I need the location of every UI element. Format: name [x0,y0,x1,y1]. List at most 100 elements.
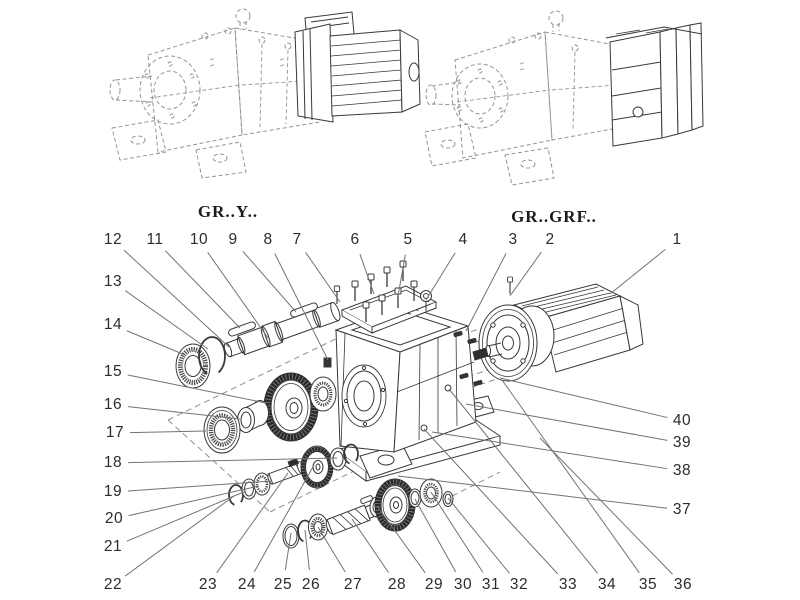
part-number-9: 9 [228,231,238,248]
leader-line-38 [431,431,668,470]
part-number-2: 2 [545,231,555,248]
leader-lines [123,249,673,577]
leader-line-19 [127,480,273,492]
part-number-19: 19 [103,483,123,500]
input-assembly [282,478,454,549]
bearing-17 [203,406,241,454]
snap-ring-13 [198,336,226,376]
part-number-14: 14 [103,316,123,333]
part-number-25: 25 [273,576,293,593]
leader-line-24 [253,464,315,573]
part-number-29: 29 [424,576,444,593]
electric-motor [472,283,644,382]
part-number-35: 35 [638,576,658,593]
part-number-32: 32 [509,576,529,593]
part-number-10: 10 [189,231,209,248]
leader-line-12 [123,249,230,348]
leader-line-18 [127,457,338,464]
gearbox-housing [323,305,502,482]
leader-line-13 [124,290,209,350]
part-number-37: 37 [672,501,692,518]
part-number-38: 38 [672,462,692,479]
part-number-27: 27 [343,576,363,593]
leader-line-33 [423,428,559,575]
figure-gr-y-motor [294,11,421,123]
leader-line-26 [304,529,310,571]
figure-gr-y [109,8,321,179]
leader-line-37 [397,475,668,509]
leader-line-30 [414,498,457,573]
part-number-34: 34 [597,576,617,593]
output-gear [263,372,319,442]
leader-line-14 [126,330,186,356]
leader-line-1 [609,249,666,295]
leader-line-15 [127,374,267,404]
part-number-16: 16 [103,396,123,413]
leader-line-23 [216,472,289,574]
figure-label-gr-grf: GR..GRF.. [511,207,597,226]
part-number-3: 3 [508,231,518,248]
part-number-33: 33 [558,576,578,593]
cover-bolts [333,260,514,323]
leader-line-34 [448,388,598,574]
leader-line-8 [274,253,329,361]
part-number-30: 30 [453,576,473,593]
part-number-20: 20 [104,510,124,527]
part-number-18: 18 [103,454,123,471]
leader-line-29 [376,505,426,574]
leader-line-27 [317,526,346,573]
figure-label-gr-y: GR..Y.. [197,202,259,221]
leader-line-32 [447,497,510,574]
spacer-bushing [237,400,269,433]
part-number-7: 7 [292,231,302,248]
part-number-36: 36 [673,576,693,593]
middle-assembly [228,443,359,506]
part-number-6: 6 [350,231,360,248]
leader-line-10 [207,251,269,339]
leader-line-9 [242,250,297,313]
part-number-24: 24 [237,576,257,593]
part-number-23: 23 [198,576,218,593]
part-number-12: 12 [103,231,123,248]
leader-line-7 [305,252,341,303]
leader-line-11 [165,250,241,329]
part-number-39: 39 [672,434,692,451]
leader-line-20 [128,485,260,517]
leader-line-3 [465,253,507,332]
part-number-40: 40 [672,412,692,429]
leader-line-22 [124,495,235,577]
part-number-11: 11 [146,231,164,248]
leader-line-2 [509,251,542,297]
leader-line-35 [501,379,640,574]
leader-line-16 [127,406,241,420]
part-number-4: 4 [458,231,468,248]
part-number-31: 31 [481,576,501,593]
output-bearing [175,343,211,389]
part-number-17: 17 [105,424,125,441]
figure-gr-grf-flange [605,22,704,147]
leader-line-4 [425,252,456,301]
leader-line-31 [430,491,484,573]
part-number-8: 8 [263,231,273,248]
part-number-13: 13 [103,273,123,290]
leader-line-5 [397,254,406,297]
leader-line-28 [351,518,389,573]
bearing-right-of-gear [309,376,337,412]
part-number-22: 22 [103,576,123,593]
part-number-5: 5 [403,231,413,248]
output-shaft [223,301,341,358]
part-number-15: 15 [103,363,123,380]
leader-line-40 [499,377,668,419]
leader-line-25 [284,532,292,571]
part-number-1: 1 [672,231,682,248]
part-number-21: 21 [103,538,123,555]
figure-gr-grf [424,10,619,186]
leader-line-39 [465,403,668,441]
part-number-26: 26 [301,576,321,593]
leader-line-6 [359,253,375,295]
leader-line-21 [126,490,247,542]
leader-line-36 [539,437,673,575]
leader-line-17 [129,430,207,434]
